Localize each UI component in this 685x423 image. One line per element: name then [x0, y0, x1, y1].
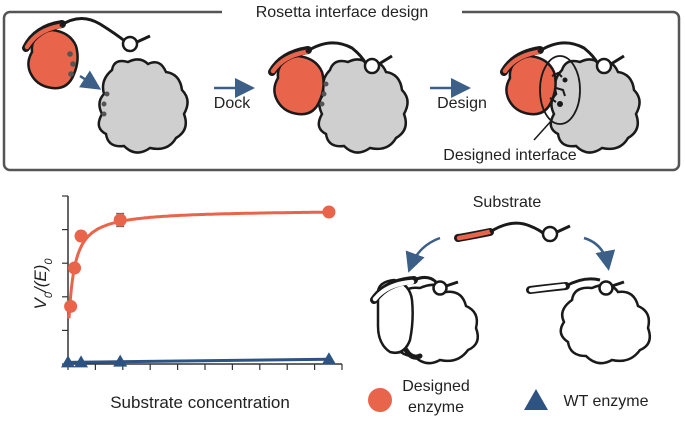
legend-designed-line2: enzyme — [408, 399, 464, 416]
legend-wt-label: WT enzyme — [563, 393, 648, 410]
step-design-label: Design — [437, 95, 487, 112]
x-axis-label: Substrate concentration — [110, 393, 290, 412]
designed-protein-shape — [268, 46, 325, 116]
enzyme-blob — [97, 58, 189, 154]
data-point-wt — [61, 355, 75, 368]
curve-wt — [67, 357, 329, 364]
arrow-left — [405, 236, 441, 273]
design-panel: Rosetta interface design Dock — [2, 2, 681, 172]
data-point-wt — [321, 352, 336, 365]
tether-line — [305, 41, 368, 65]
kinetics-chart: Substrate concentration V0/(E)0 — [31, 195, 343, 412]
legend: Designed enzyme WT enzyme — [368, 378, 649, 416]
bound-complex-designed — [370, 275, 479, 365]
legend-designed-line1: Designed — [402, 378, 470, 395]
bound-complex-wt — [526, 277, 651, 365]
substrate-molecule — [454, 221, 571, 243]
x-axis-ticks — [67, 364, 343, 370]
enzyme-blob — [317, 58, 409, 154]
legend-triangle-wt — [524, 389, 548, 410]
legend-circle-designed — [368, 388, 392, 412]
tether-line — [537, 41, 600, 65]
data-point-designed — [113, 213, 127, 227]
tether-circle — [121, 35, 139, 53]
interface-residues — [549, 71, 568, 107]
tether-line — [59, 17, 127, 44]
step-dock-label: Dock — [214, 95, 251, 112]
points-designed — [64, 205, 336, 313]
y-axis-label: V0/(E)0 — [31, 258, 55, 310]
data-point-designed — [74, 229, 88, 243]
stage-initial — [22, 17, 189, 154]
arrow-right — [583, 236, 616, 271]
substrate-panel: Substrate — [370, 194, 651, 365]
tether-circle — [363, 57, 381, 75]
y-axis-ticks — [62, 195, 68, 365]
enzyme-blob — [549, 58, 641, 154]
chart-axes — [67, 196, 342, 365]
data-point-wt — [113, 354, 128, 367]
design-panel-title: Rosetta interface design — [256, 4, 429, 21]
interface-ellipse — [539, 55, 581, 125]
designed-protein-shape — [500, 46, 557, 116]
callout-label: Designed interface — [443, 147, 577, 164]
data-point-designed — [68, 261, 82, 275]
curve-designed — [67, 210, 329, 319]
data-point-designed — [322, 205, 336, 219]
points-wt — [61, 352, 336, 368]
data-point-designed — [64, 299, 78, 313]
callout-line — [533, 119, 553, 141]
tether-circle — [595, 57, 613, 75]
stage-docked — [268, 41, 409, 154]
stage-designed — [500, 41, 641, 154]
designed-protein-shape — [22, 20, 79, 90]
arrow-to-enzyme — [78, 70, 102, 90]
data-point-wt — [74, 355, 89, 368]
substrate-label: Substrate — [473, 194, 542, 211]
